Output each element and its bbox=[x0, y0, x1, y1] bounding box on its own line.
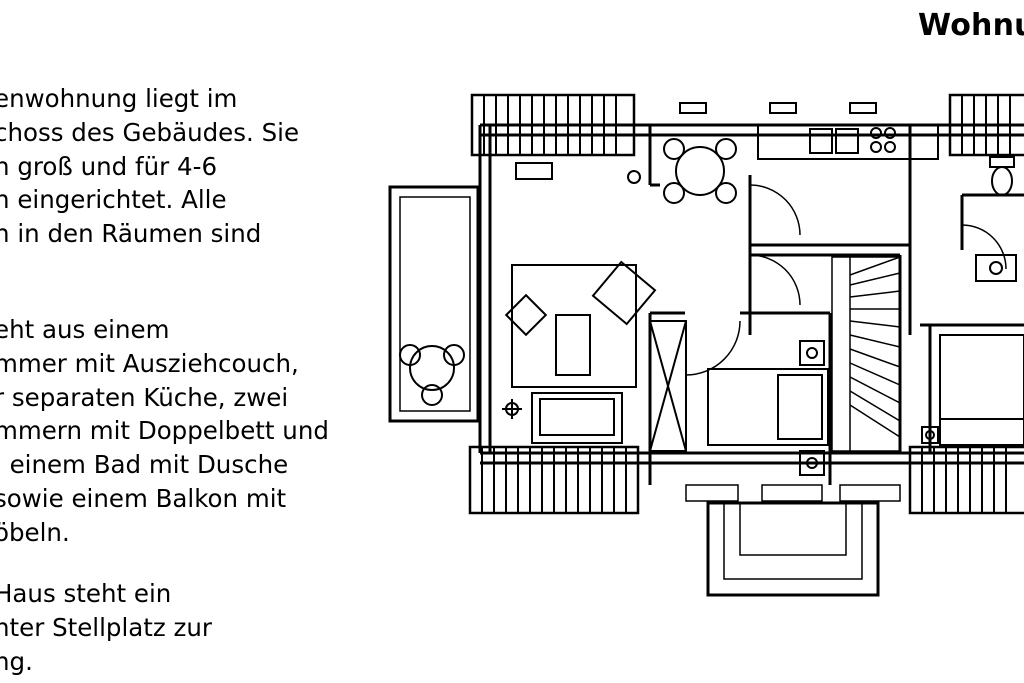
second-bedroom-bed bbox=[921, 334, 1024, 446]
text-line: mmer mit Ausziehcouch, bbox=[0, 348, 299, 378]
text-line: nter Stellplatz zur bbox=[0, 612, 212, 642]
balcony bbox=[388, 185, 480, 423]
outer-walls bbox=[478, 123, 1024, 465]
text-line: sowie einem Balkon mit bbox=[0, 483, 287, 513]
text-line: , einem Bad mit Dusche bbox=[0, 450, 289, 480]
bathroom-fixtures bbox=[961, 156, 1017, 282]
roof-slope-top-right bbox=[948, 93, 1024, 157]
wardrobe bbox=[649, 320, 741, 452]
dormer-bottom bbox=[685, 484, 901, 597]
staircase bbox=[749, 254, 901, 452]
description-paragraph-rooms: eht aus einem mmer mit Ausziehcouch, r s… bbox=[0, 313, 329, 550]
text-line: enwohnung liegt im bbox=[0, 84, 238, 113]
roof-slope-bottom-right bbox=[908, 445, 1024, 515]
text-line: r separaten Küche, zwei bbox=[0, 382, 289, 412]
text-line: n in den Räumen sind bbox=[0, 219, 262, 249]
dining-table bbox=[663, 138, 801, 236]
text-line: mmern mit Doppelbett und bbox=[0, 416, 329, 446]
description-paragraph-parking: Haus steht ein nter Stellplatz zur ng. bbox=[0, 577, 212, 678]
interior-walls bbox=[648, 125, 1024, 485]
text-line: n groß und für 4-6 bbox=[0, 151, 218, 181]
floor-plan bbox=[380, 85, 1024, 605]
text-line: n eingerichtet. Alle bbox=[0, 185, 227, 215]
living-room-furniture bbox=[502, 162, 657, 444]
roof-slope-bottom-left bbox=[468, 445, 640, 515]
roof-slope-top-left bbox=[470, 93, 636, 157]
text-line: eht aus einem bbox=[0, 315, 170, 344]
kitchen-counter bbox=[679, 102, 939, 160]
bedroom-bed bbox=[707, 340, 829, 476]
text-line: öbeln. bbox=[0, 517, 70, 547]
text-line: ng. bbox=[0, 646, 33, 676]
page-heading: Wohnu bbox=[918, 8, 1024, 43]
text-line: Haus steht ein bbox=[0, 579, 172, 608]
text-line: choss des Gebäudes. Sie bbox=[0, 117, 300, 147]
description-paragraph-location: enwohnung liegt im choss des Gebäudes. S… bbox=[0, 82, 299, 251]
